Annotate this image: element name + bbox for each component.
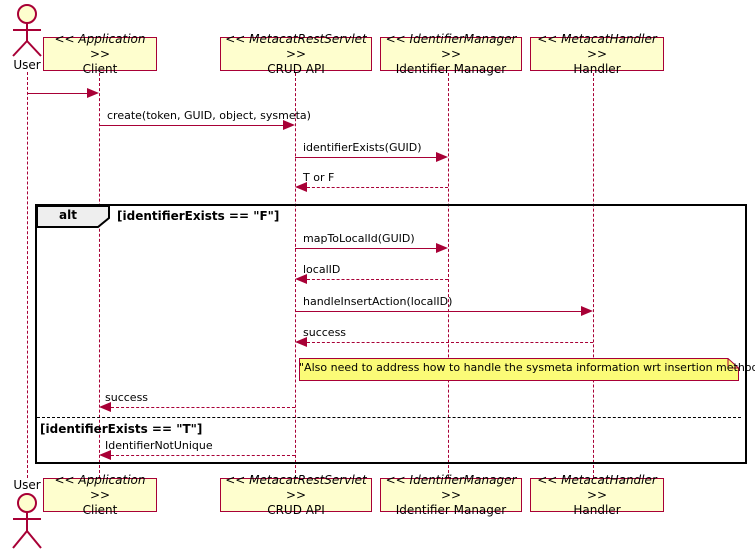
participant-name: Client xyxy=(82,61,118,76)
arrowhead xyxy=(436,243,448,253)
message-arrow-create xyxy=(99,125,283,126)
note-text: "Also need to address how to handle the … xyxy=(299,361,755,374)
participant-name: CRUD API xyxy=(267,61,325,76)
alt-keyword: alt xyxy=(59,208,77,222)
message-arrow-t-or-f xyxy=(307,187,448,188)
participant-name: Identifier Manager xyxy=(395,502,507,517)
participant-client-bottom: << Application >> Client xyxy=(43,473,157,517)
message-label-identifier-not-unique: IdentifierNotUnique xyxy=(105,439,213,452)
participant-handler-top: << MetacatHandler >> Handler xyxy=(530,32,664,76)
actor-label-top: User xyxy=(13,58,41,72)
lifeline-user xyxy=(27,72,28,478)
message-arrow-local-id xyxy=(307,279,448,280)
arrowhead xyxy=(283,120,295,130)
participant-client-top: << Application >> Client xyxy=(43,32,157,76)
actor-label-bottom: User xyxy=(13,478,41,492)
lifeline-client xyxy=(99,73,100,478)
message-label-handle-insert-action: handleInsertAction(localID) xyxy=(303,295,453,308)
participant-name: Client xyxy=(82,502,118,517)
participant-identifier-manager-bottom: << IdentifierManager >> Identifier Manag… xyxy=(380,473,522,517)
message-arrow-identifier-exists xyxy=(295,157,436,158)
message-label-local-id: localID xyxy=(303,263,341,276)
arrowhead xyxy=(295,182,307,192)
message-label-success-client: success xyxy=(105,391,149,404)
participant-name: CRUD API xyxy=(267,502,325,517)
actor-figure-top xyxy=(12,4,42,57)
message-label-success-handler: success xyxy=(303,326,347,339)
arrowhead xyxy=(99,450,111,460)
message-arrow-success-client xyxy=(111,407,295,408)
note-shape xyxy=(299,358,739,381)
message-arrow-identifier-not-unique xyxy=(111,455,295,456)
sysmeta-note: "Also need to address how to handle the … xyxy=(299,358,755,381)
lifeline-identifier-manager xyxy=(448,73,449,478)
arrowhead xyxy=(87,88,99,98)
message-arrow-handle-insert-action xyxy=(295,311,581,312)
participant-stereotype: << Application >> xyxy=(54,472,146,502)
message-arrow-map-to-local-id xyxy=(295,248,436,249)
arrowhead xyxy=(99,402,111,412)
message-label-create: create(token, GUID, object, sysmeta) xyxy=(107,109,311,122)
alt-condition-true: [identifierExists == "F"] xyxy=(117,209,280,223)
participant-stereotype: << MetacatHandler >> xyxy=(537,472,657,502)
participant-stereotype: << Application >> xyxy=(54,31,146,61)
participant-crud-api-top: << MetacatRestServlet >> CRUD API xyxy=(220,32,372,76)
participant-name: Handler xyxy=(573,61,621,76)
participant-stereotype: << IdentifierManager >> xyxy=(385,472,517,502)
participant-identifier-manager-top: << IdentifierManager >> Identifier Manag… xyxy=(380,32,522,76)
participant-stereotype: << IdentifierManager >> xyxy=(385,31,517,61)
message-label-map-to-local-id: mapToLocalId(GUID) xyxy=(303,232,415,245)
arrowhead xyxy=(295,337,307,347)
message-label-t-or-f: T or F xyxy=(303,171,335,184)
participant-stereotype: << MetacatHandler >> xyxy=(537,31,657,61)
participant-stereotype: << MetacatRestServlet >> xyxy=(225,31,367,61)
arrowhead xyxy=(581,306,593,316)
actor-figure-bottom xyxy=(12,493,42,549)
alt-condition-false: [identifierExists == "T"] xyxy=(40,422,203,436)
participant-handler-bottom: << MetacatHandler >> Handler xyxy=(530,473,664,517)
message-arrow-user-client xyxy=(27,93,89,94)
alt-divider xyxy=(37,417,741,418)
alt-frame: alt [identifierExists == "F"] [identifie… xyxy=(35,204,747,464)
arrowhead xyxy=(436,152,448,162)
alt-frame-tab xyxy=(36,205,110,228)
arrowhead xyxy=(295,274,307,284)
participant-name: Identifier Manager xyxy=(395,61,507,76)
participant-name: Handler xyxy=(573,502,621,517)
message-label-identifier-exists: identifierExists(GUID) xyxy=(303,141,422,154)
participant-crud-api-bottom: << MetacatRestServlet >> CRUD API xyxy=(220,473,372,517)
message-arrow-success-handler xyxy=(307,342,593,343)
participant-stereotype: << MetacatRestServlet >> xyxy=(225,472,367,502)
lifeline-handler xyxy=(593,73,594,478)
